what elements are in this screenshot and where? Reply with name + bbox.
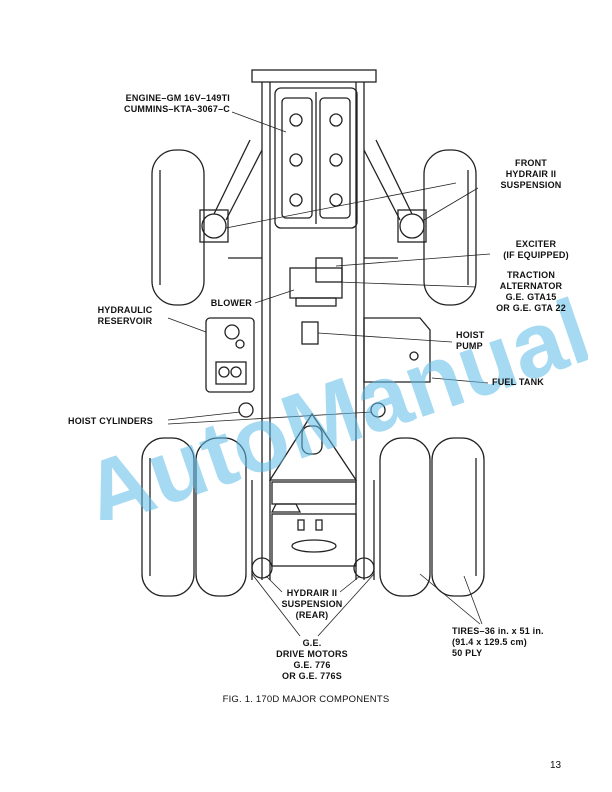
label-engine: ENGINE–GM 16V–149TI CUMMINS–KTA–3067–C [124,93,230,114]
hydraulic-reservoir [205,317,255,393]
fuel-tank [363,317,431,383]
leader-exciter [335,253,491,267]
label-front-suspension: FRONT HYDRAIR II SUSPENSION [500,158,562,190]
hoist-cylinder-right [370,402,386,418]
leader-traction-alternator [337,281,477,288]
label-fuel-tank: FUEL TANK [492,377,544,387]
figure-caption: FIG. 1. 170D MAJOR COMPONENTS [222,694,390,705]
label-drive-motors: G.E. DRIVE MOTORS G.E. 776 OR G.E. 776S [276,638,348,681]
leader-front-suspension-a [225,182,457,229]
blower [295,297,337,307]
rear-left-inner-tire [195,437,247,597]
leader-tires-b [463,575,483,625]
label-hydraulic-reservoir: HYDRAULIC RESERVOIR [97,305,153,326]
rear-right-inner-tire [379,437,431,597]
leader-fuel-tank [431,377,489,384]
hoist-pump [301,321,319,345]
leader-drive-motors-b [317,573,375,637]
engine [274,87,358,229]
rear-right-outer-tire [431,437,485,597]
leader-hoist-cylinders-a [167,411,241,421]
leader-hydraulic-reservoir [167,317,207,333]
leader-drive-motors-a [251,573,301,637]
front-bumper [251,69,377,83]
front-left-suspension [201,213,227,239]
label-exciter: EXCITER (IF EQUIPPED) [503,239,569,260]
label-tires: TIRES–36 in. x 51 in. (91.4 x 129.5 cm) … [452,626,544,658]
rear-axle-housing [268,412,358,567]
leader-hoist-cylinders-b [167,411,373,425]
page-number: 13 [550,760,562,771]
rear-left-outer-tire [141,437,195,597]
front-right-tire [423,149,477,306]
front-left-tire [151,149,205,306]
leader-rear-suspension-a [265,575,283,593]
leader-engine [231,111,287,133]
label-hoist-cylinders: HOIST CYLINDERS [68,416,154,426]
label-hoist-pump: HOIST PUMP [456,330,485,351]
label-blower: BLOWER [210,298,252,308]
front-right-suspension [399,213,425,239]
label-rear-suspension: HYDRAIR II SUSPENSION (REAR) [281,588,343,620]
leader-front-suspension-b [423,187,479,221]
leader-blower [254,289,295,304]
exciter [315,257,343,283]
leader-rear-suspension-b [339,575,361,593]
label-traction-alternator: TRACTION ALTERNATOR G.E. GTA15 OR G.E. G… [496,270,566,313]
leader-tires-a [419,573,481,625]
hoist-cylinder-left [238,402,254,418]
leader-hoist-pump [317,332,453,343]
